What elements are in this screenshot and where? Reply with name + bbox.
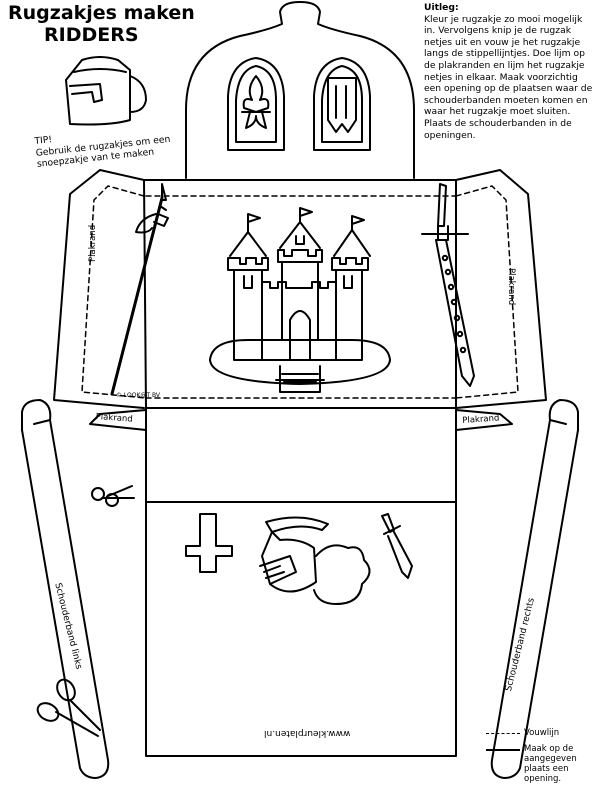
- scissors-icon: [91, 485, 135, 507]
- website-label: www.kleurplaten.nl: [264, 728, 351, 738]
- halberd-icon: [110, 183, 169, 396]
- title-line-1: Rugzakjes maken: [8, 2, 195, 24]
- legend-fold-text: Vouwlijn: [524, 728, 560, 738]
- shield-icon: [327, 77, 357, 133]
- bottom-panel: [89, 407, 513, 757]
- left-side-panel: [53, 169, 147, 409]
- cut-line-sample: [486, 749, 520, 751]
- legend: Vouwlijn Maak op de aangegeven plaats ee…: [486, 728, 596, 790]
- page-title: Rugzakjes maken RIDDERS: [8, 2, 195, 46]
- top-flap: [185, 1, 415, 179]
- castle-icon: [209, 207, 391, 393]
- instructions-heading: Uitleg:: [424, 2, 459, 13]
- fold-line-sample: [486, 733, 520, 734]
- cross-icon: [185, 513, 233, 573]
- legend-cut: Maak op de aangegeven plaats een opening…: [486, 744, 596, 784]
- dagger-icon: [381, 513, 413, 579]
- backpack-icon: [65, 56, 147, 126]
- legend-fold: Vouwlijn: [486, 728, 596, 738]
- legend-cut-text: Maak op de aangegeven plaats een opening…: [524, 744, 577, 784]
- title-line-2: RIDDERS: [44, 24, 139, 46]
- sword-icon: [421, 183, 475, 387]
- scissors-icon-2: [36, 678, 101, 737]
- plakrand-right-label: Plakrand: [506, 268, 516, 306]
- shoulder-strap-left: [21, 399, 110, 779]
- copyright-label: © LOOK@T BV: [116, 392, 161, 399]
- plakrand-left-label: Plakrand: [88, 224, 98, 262]
- instructions: Uitleg: Kleur je rugzakje zo mooi mogeli…: [424, 2, 596, 141]
- shoulder-strap-right: [490, 399, 579, 779]
- right-side-panel: [455, 169, 547, 409]
- fleur-de-lis-icon: [241, 75, 271, 129]
- instructions-body: Kleur je rugzakje zo mooi mogelijk in. V…: [424, 13, 593, 141]
- helmet-icon: [259, 516, 371, 605]
